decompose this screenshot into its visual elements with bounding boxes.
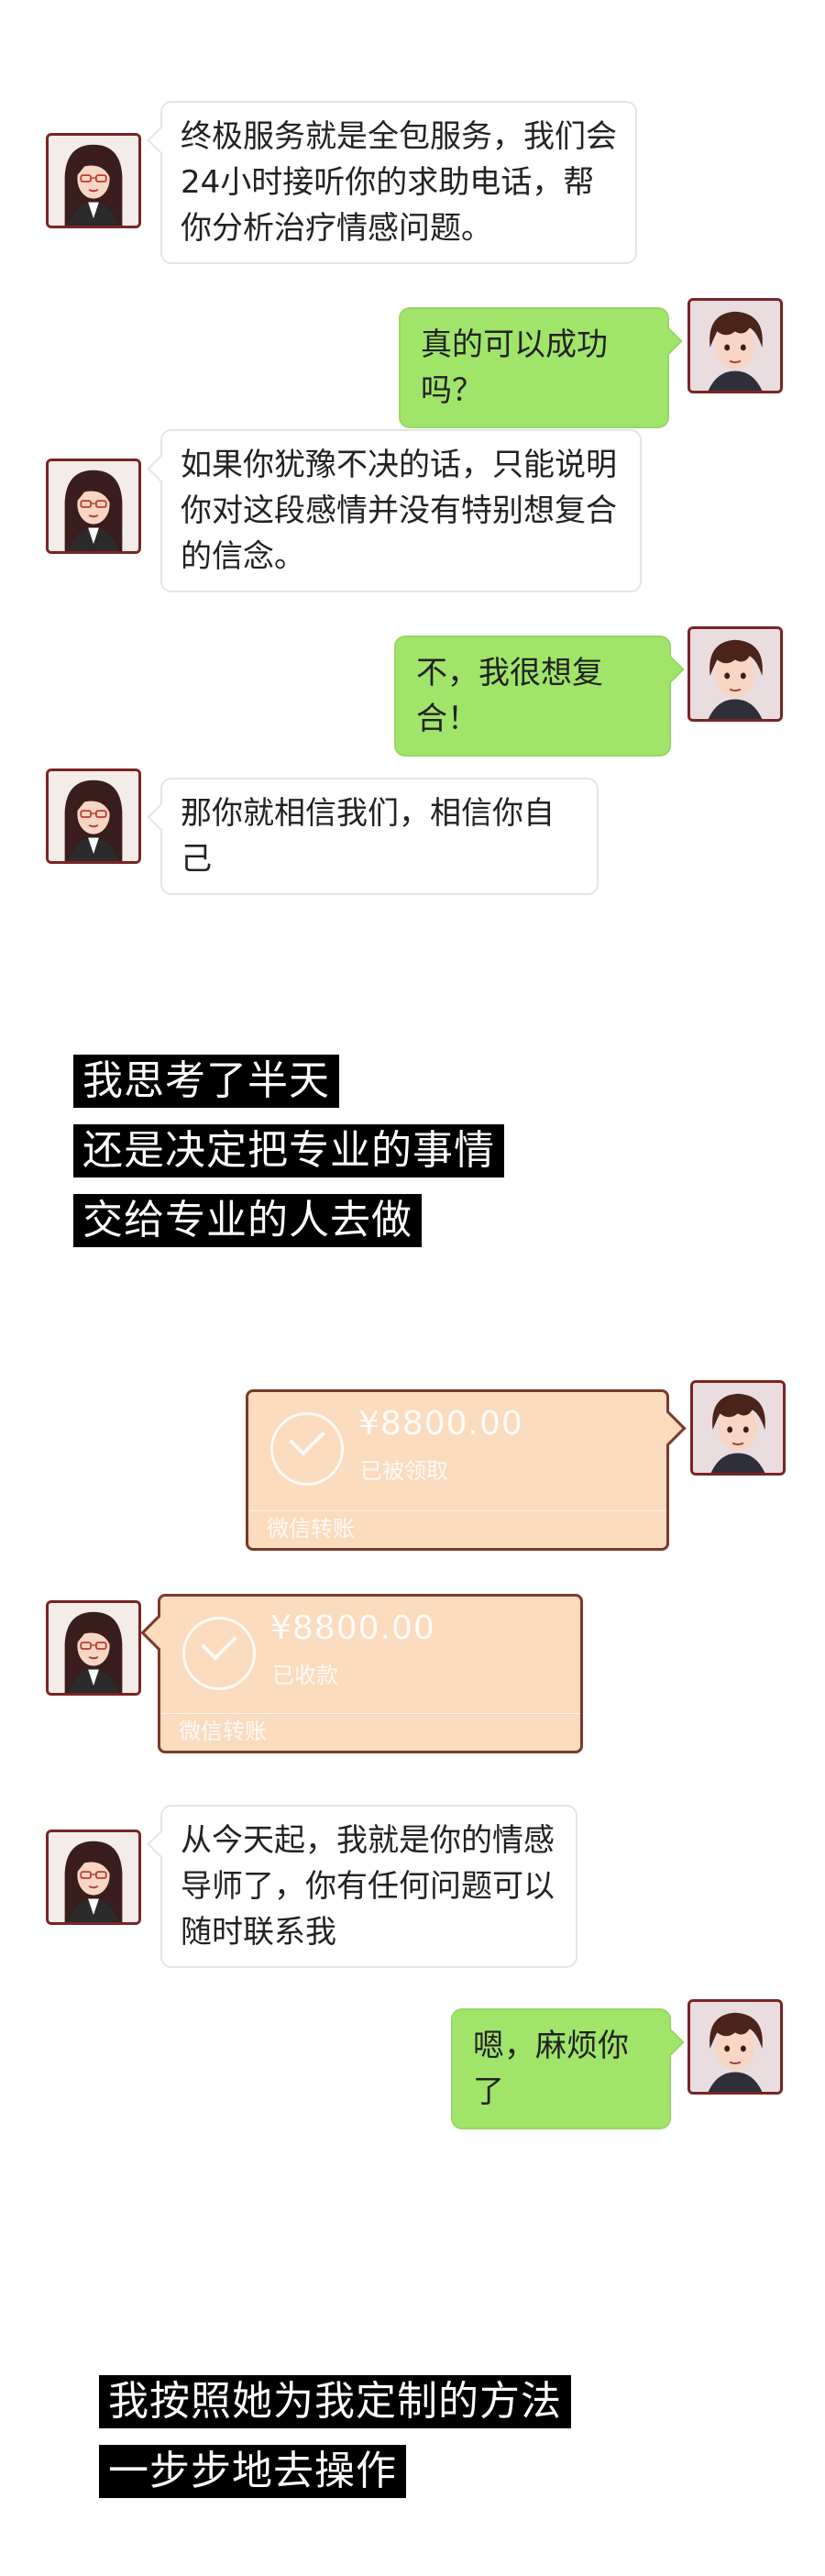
male-avatar-icon xyxy=(693,1383,783,1473)
message-bubble-left: 如果你犹豫不决的话，只能说明你对这段感情并没有特别想复合的信念。 xyxy=(160,429,642,592)
male-avatar[interactable] xyxy=(688,298,783,393)
check-circle-icon xyxy=(270,1412,344,1486)
female-avatar-icon xyxy=(49,1832,138,1922)
male-avatar[interactable] xyxy=(690,1380,786,1476)
message-bubble-left: 从今天起，我就是你的情感导师了，你有任何问题可以随时联系我 xyxy=(160,1805,578,1968)
transfer-status: 已收款 xyxy=(272,1663,338,1688)
caption-block: 我按照她为我定制的方法 一步步地去操作 xyxy=(99,2375,571,2515)
message-bubble-left: 终极服务就是全包服务，我们会24小时接听你的求助电话，帮你分析治疗情感问题。 xyxy=(160,101,637,264)
female-avatar-icon xyxy=(49,136,138,226)
transfer-amount: ¥8800.00 xyxy=(358,1405,523,1443)
transfer-footer: 微信转账 xyxy=(179,1719,267,1744)
transfer-amount: ¥8800.00 xyxy=(270,1609,435,1647)
male-avatar-icon xyxy=(690,301,780,391)
message-text: 那你就相信我们，相信你自己 xyxy=(181,795,555,878)
message-bubble-right: 真的可以成功吗？ xyxy=(399,307,669,428)
caption-line: 还是决定把专业的事情 xyxy=(73,1124,504,1177)
female-avatar[interactable] xyxy=(46,768,141,864)
check-circle-icon xyxy=(182,1617,256,1690)
caption-line: 一步步地去操作 xyxy=(99,2445,406,2498)
male-avatar-icon xyxy=(690,629,780,719)
transfer-status: 已被领取 xyxy=(360,1458,448,1484)
message-bubble-right: 嗯，麻烦你了 xyxy=(451,2008,671,2129)
male-avatar[interactable] xyxy=(688,1999,783,2095)
female-avatar[interactable] xyxy=(46,1600,141,1696)
transfer-divider xyxy=(248,1510,666,1511)
message-bubble-right: 不，我很想复合！ xyxy=(394,636,671,757)
transfer-card[interactable]: ¥8800.00 已被领取 微信转账 xyxy=(246,1389,669,1551)
message-text: 嗯，麻烦你了 xyxy=(473,2028,629,2110)
message-text: 如果你犹豫不决的话，只能说明你对这段感情并没有特别想复合的信念。 xyxy=(181,447,617,575)
caption-line: 我思考了半天 xyxy=(73,1055,339,1108)
female-avatar[interactable] xyxy=(46,133,141,228)
caption-block: 我思考了半天 还是决定把专业的事情 交给专业的人去做 xyxy=(73,1055,504,1264)
female-avatar-icon xyxy=(49,461,138,551)
message-text: 终极服务就是全包服务，我们会24小时接听你的求助电话，帮你分析治疗情感问题。 xyxy=(181,118,617,247)
female-avatar[interactable] xyxy=(46,1830,141,1925)
message-text: 真的可以成功吗？ xyxy=(421,326,608,409)
transfer-footer: 微信转账 xyxy=(267,1516,355,1542)
female-avatar[interactable] xyxy=(46,459,141,554)
transfer-divider xyxy=(160,1713,580,1714)
male-avatar[interactable] xyxy=(688,626,783,722)
caption-line: 交给专业的人去做 xyxy=(73,1194,422,1247)
caption-line: 我按照她为我定制的方法 xyxy=(99,2375,571,2428)
male-avatar-icon xyxy=(690,2002,780,2092)
female-avatar-icon xyxy=(49,1603,138,1693)
transfer-card[interactable]: ¥8800.00 已收款 微信转账 xyxy=(158,1594,583,1753)
female-avatar-icon xyxy=(49,771,138,861)
message-bubble-left: 那你就相信我们，相信你自己 xyxy=(160,778,599,895)
message-text: 从今天起，我就是你的情感导师了，你有任何问题可以随时联系我 xyxy=(181,1822,555,1951)
message-text: 不，我很想复合！ xyxy=(416,655,603,737)
